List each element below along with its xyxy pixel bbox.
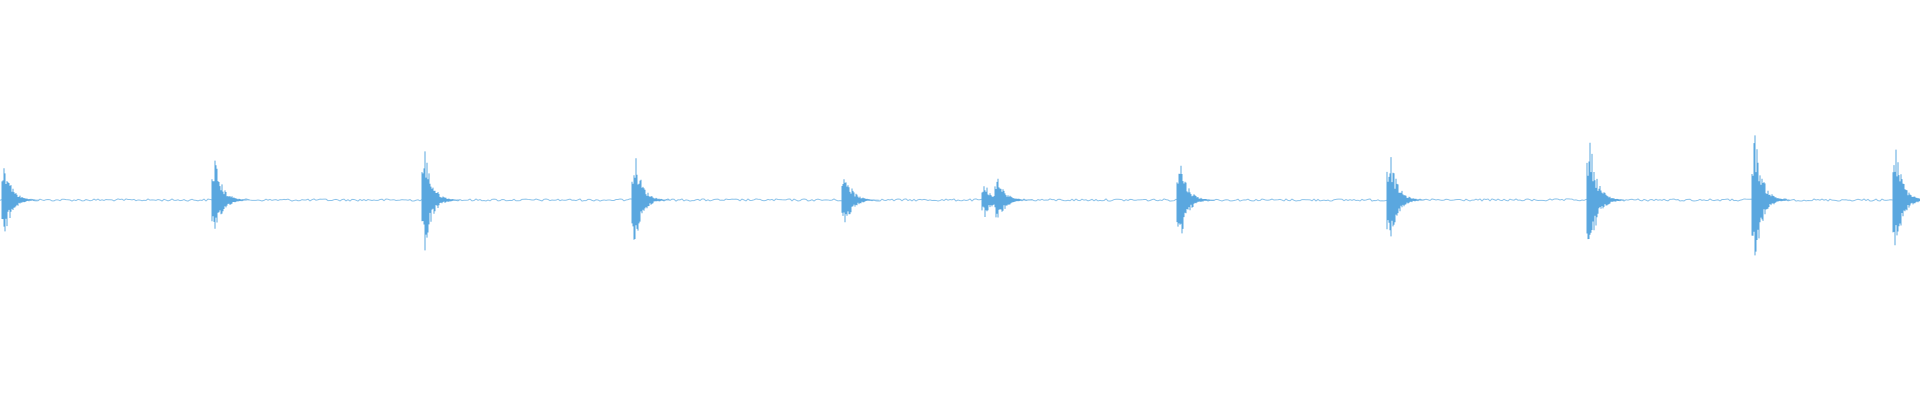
waveform-onset-burst (994, 178, 1033, 218)
waveform-onset (841, 179, 880, 223)
waveform-onset (421, 151, 460, 251)
waveform-onset-burst (211, 160, 250, 229)
waveform-onset (1586, 142, 1625, 240)
waveform-onset-burst (421, 151, 460, 251)
waveform-baseline-path (0, 198, 1920, 202)
waveform-onset (211, 160, 250, 229)
waveform-onset-burst (631, 158, 670, 240)
waveform-baseline (0, 198, 1920, 202)
waveform-onsets (1, 135, 1920, 256)
waveform-onset (1, 168, 40, 232)
waveform-onset-burst (841, 179, 880, 223)
waveform-onset-burst (1, 168, 40, 232)
waveform-onset (1892, 149, 1920, 246)
waveform-onset-burst (1892, 149, 1920, 246)
waveform-onset (631, 158, 670, 240)
waveform-onset (1176, 165, 1215, 234)
waveform-onset (1386, 157, 1425, 237)
waveform-onset-burst (1176, 165, 1215, 234)
waveform-onset-burst (1751, 135, 1790, 256)
waveform-onset (1751, 135, 1790, 256)
waveform-onset-burst (1586, 142, 1625, 240)
waveform-onset-burst (1386, 157, 1425, 237)
waveform-onset (994, 178, 1033, 218)
